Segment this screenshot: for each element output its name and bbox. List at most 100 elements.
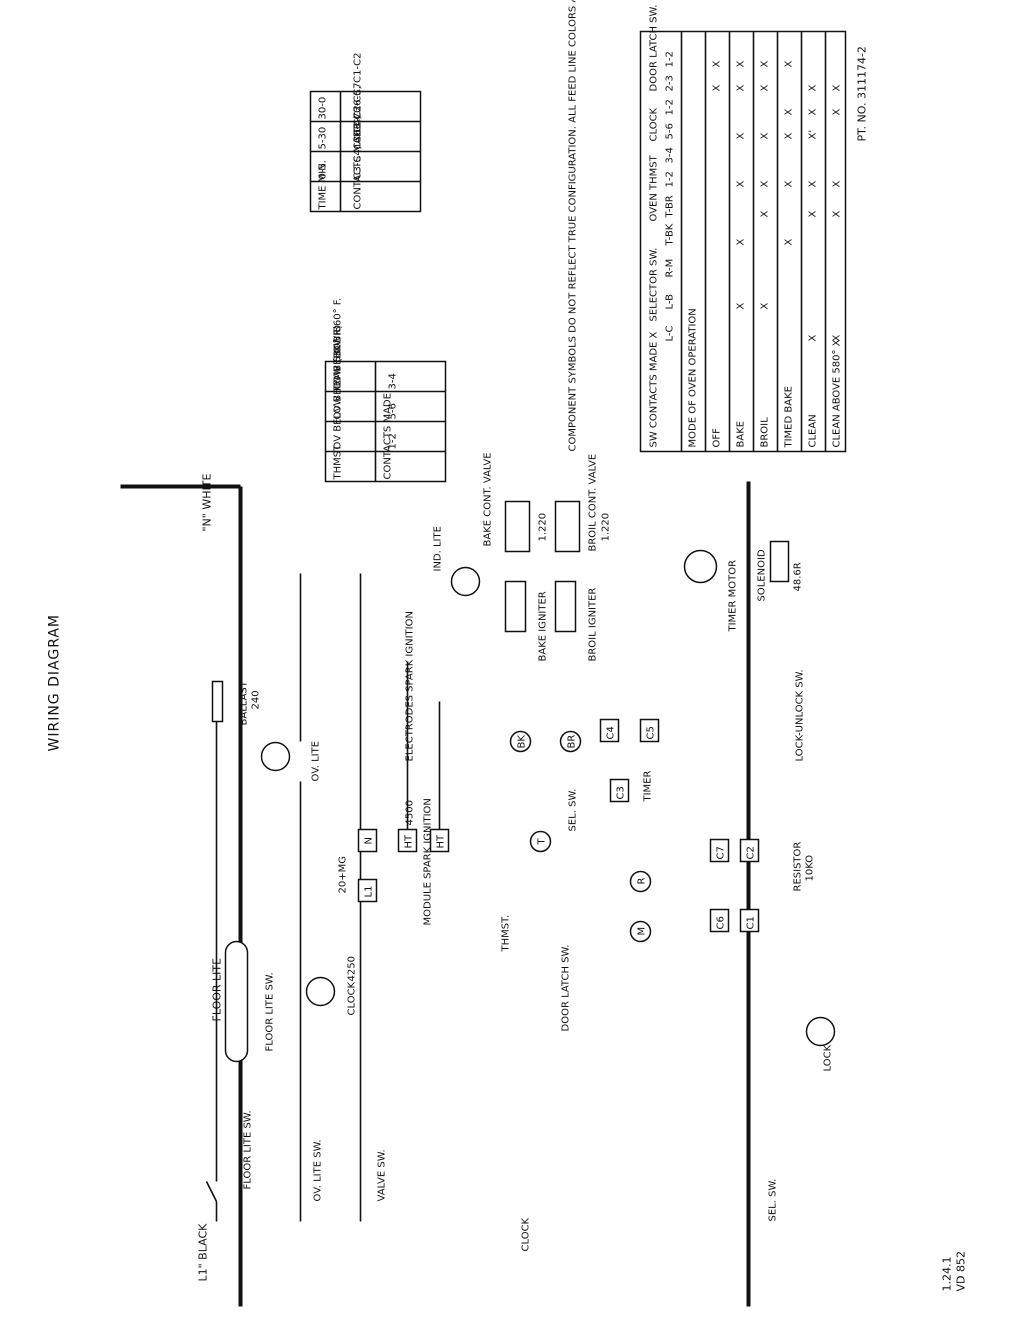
module-label: MODULE SPARK IGNITION <box>422 798 433 925</box>
solenoid <box>769 540 789 582</box>
broil-igniter-label: BROIL IGNITER <box>587 587 598 661</box>
ct-cell: X <box>807 108 818 115</box>
ct-cell: X <box>711 84 722 91</box>
ct-row-label: CLEAN ABOVE 580° X <box>831 339 842 447</box>
terminal-c4 <box>599 718 619 742</box>
terminal-c6-label: C6 <box>715 916 726 929</box>
terminal-n-label: N <box>363 837 374 844</box>
ct-cell: X <box>783 132 794 139</box>
ct-cell: X <box>711 60 722 67</box>
clock-value: 4250 <box>346 956 357 981</box>
ind-lite <box>450 566 480 596</box>
electrodes-label: ELECTRODES SPARK IGNITION <box>404 611 415 761</box>
terminal-c5 <box>639 718 659 742</box>
neutral-bus-label: "N" WHITE <box>200 473 213 531</box>
ct-cell: X <box>783 108 794 115</box>
ct-cell: X <box>831 210 842 217</box>
sel-sw-label: SEL. SW. <box>567 788 578 831</box>
ct-row-label: BROIL <box>759 416 770 447</box>
terminal-c7 <box>709 838 729 862</box>
broil-valve <box>554 500 580 552</box>
ct-row-label: BAKE <box>735 420 746 447</box>
resistor-label: RESISTOR <box>792 841 803 891</box>
terminal-r <box>629 870 651 892</box>
ct-cell: X <box>735 84 746 91</box>
terminal-c4-label: C4 <box>605 726 616 739</box>
config-note: COMPONENT SYMBOLS DO NOT REFLECT TRUE CO… <box>567 0 578 451</box>
ct-cell: X <box>807 334 818 341</box>
ballast <box>211 680 223 722</box>
mg-label: 20+MG <box>337 856 348 893</box>
thmst-h1: THMST <box>332 443 343 480</box>
ct-h2: OVEN THMST <box>648 154 659 221</box>
ct-sub-3: T-BK <box>664 223 675 246</box>
ct-row-label: CLEAN <box>807 414 818 447</box>
ct-h3: CLOCK <box>648 107 659 141</box>
terminal-c1 <box>739 908 759 932</box>
clock-motor <box>305 976 335 1006</box>
broil-igniter <box>554 580 576 632</box>
broil-valve-label: BROIL CONT. VALVE <box>587 453 598 551</box>
timer-r1c1: 0-5 <box>317 163 328 179</box>
terminal-br-label: BR <box>566 734 577 748</box>
thmst-h2: CONTACTS MADE <box>382 393 393 479</box>
thmst-r2c1: OV BELOW 580° F. <box>332 327 343 419</box>
ct-sub-9: 2-3 <box>664 75 675 91</box>
ct-rows: MODE OF OVEN OPERATION OFF X X BAKE X X X X X X BRO… <box>680 31 842 451</box>
timer-r4c2: C3-C5, C1-C2 <box>352 52 363 119</box>
timer-label: TIMER <box>642 770 653 802</box>
ct-cell: X' <box>807 129 818 139</box>
thmst-r1c2: 1-2 <box>387 433 398 449</box>
ct-sub-2: R-M <box>664 258 675 277</box>
thmst-r1c1: OV BELOW TEMP (BK-BR) <box>332 324 343 449</box>
ct-sub-1: L-B <box>664 293 675 309</box>
ct-cell: X <box>807 180 818 187</box>
ct-cell: X <box>783 60 794 67</box>
door-latch-label: DOOR LATCH SW. <box>560 944 571 1031</box>
clock-label: CLOCK <box>346 981 357 1015</box>
bake-valve-value: 1.220 <box>537 512 548 541</box>
solenoid-label: SOLENOID <box>756 549 767 601</box>
doc-id-2: VD 852 <box>954 1251 967 1292</box>
ind-lite-label: IND. LITE <box>432 526 443 571</box>
terminal-c6 <box>709 908 729 932</box>
timer-motor <box>683 549 717 583</box>
ct-cell: X <box>735 132 746 139</box>
ct-row-label: TIMED BAKE <box>783 386 794 448</box>
ct-cell: X <box>807 210 818 217</box>
valve-sw-label: VALVE SW. <box>376 1149 387 1201</box>
lock-lite-label: LOCK LITE <box>822 1020 833 1071</box>
bake-valve <box>504 500 530 552</box>
terminal-ht1-label: HT <box>403 833 414 848</box>
ct-row-label: OFF <box>711 427 722 447</box>
floor-lite-label: FLOOR LITE <box>210 957 223 1021</box>
l1-bus-label: L1" BLACK <box>196 1222 209 1281</box>
part-number: PT. NO. 311174-2 <box>855 46 868 141</box>
ct-cell: X <box>759 132 770 139</box>
ct-cell: X <box>807 84 818 91</box>
terminal-m-label: M <box>636 926 647 935</box>
bake-igniter <box>504 580 526 632</box>
ct-sub-8: 1-2 <box>664 99 675 115</box>
ct-sub-6: 3-4 <box>664 147 675 163</box>
contacts-table: SW CONTACTS MADE X SELECTOR SW. OVEN THM… <box>639 4 846 452</box>
ct-cell: X <box>783 238 794 245</box>
bake-igniter-label: BAKE IGNITER <box>537 591 548 661</box>
ct-sub-4: T-BR <box>664 195 675 218</box>
ct-cell: X <box>759 302 770 309</box>
ct-h1: SELECTOR SW. <box>648 247 659 321</box>
ct-h4: DOOR LATCH SW. <box>648 4 659 91</box>
terminal-l1 <box>357 878 377 902</box>
floor-lite-branch: FLOOR LITE SW. FLOOR LITE FLOOR LITE SW.… <box>205 680 275 1221</box>
thmst-r3c2: 3-4 <box>387 373 398 389</box>
ct-sub-7: 5-6 <box>664 123 675 139</box>
thmst-r3c1: OV BELOW 860° F. <box>332 297 343 389</box>
ct-row-label: MODE OF OVEN OPERATION <box>687 308 698 447</box>
terminal-c7-label: C7 <box>715 846 726 859</box>
terminal-c5-label: C5 <box>645 726 656 739</box>
timer-r3c2: C1-C2 <box>352 105 363 135</box>
ct-cell: X <box>783 180 794 187</box>
ct-cell: X <box>759 60 770 67</box>
timer-solenoid: TIMER MOTOR SOLENOID 48.6R LOCK-UNLOCK S… <box>683 540 815 891</box>
